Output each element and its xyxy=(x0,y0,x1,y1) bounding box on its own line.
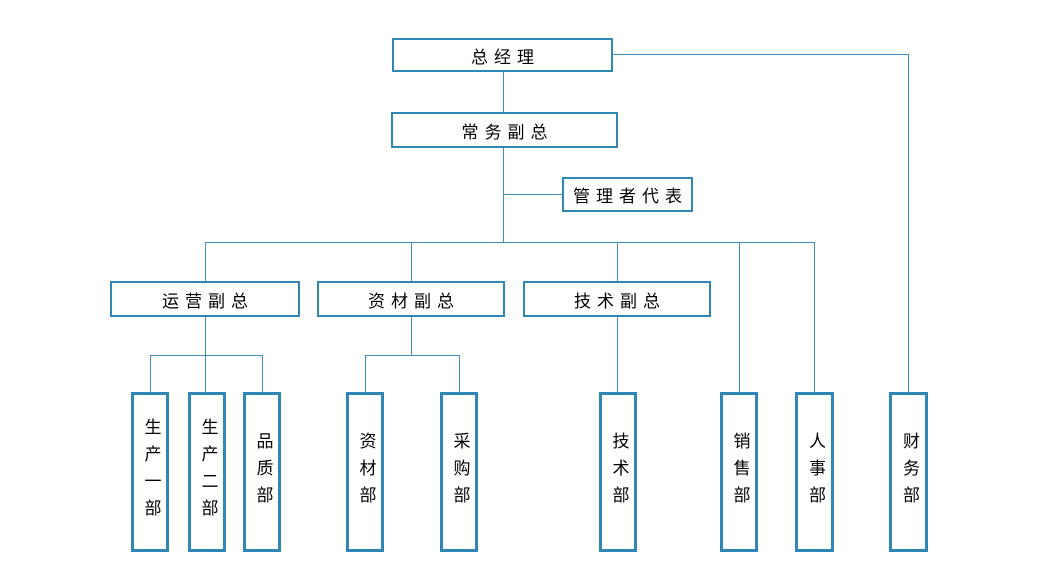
node-general-manager[interactable]: 总经理 xyxy=(392,38,613,72)
node-materials-dept-label: 资材部 xyxy=(355,431,376,513)
connector-evp-trunk xyxy=(503,148,504,243)
connector-materials-bus xyxy=(365,355,459,356)
node-hr-dept[interactable]: 人事部 xyxy=(795,392,834,552)
node-executive-vice-president-label: 常务副总 xyxy=(461,122,554,143)
node-management-representative[interactable]: 管理者代表 xyxy=(562,177,693,212)
connector-materials-down xyxy=(411,317,412,355)
node-general-manager-label: 总经理 xyxy=(471,47,540,68)
connector-drop-hr xyxy=(814,242,815,392)
node-finance-dept[interactable]: 财务部 xyxy=(889,392,928,552)
node-sales-dept[interactable]: 销售部 xyxy=(720,392,758,552)
node-materials-vp[interactable]: 资材副总 xyxy=(317,281,505,317)
node-quality-dept-label: 品质部 xyxy=(252,431,273,513)
connector-drop-technology-vp xyxy=(617,242,618,281)
node-operations-vp-label: 运营副总 xyxy=(162,291,254,312)
node-technology-dept[interactable]: 技术部 xyxy=(599,392,637,552)
connector-drop-production1 xyxy=(150,355,151,392)
node-technology-vp-label: 技术副总 xyxy=(574,291,666,312)
connector-drop-technology-dept xyxy=(617,317,618,392)
connector-gm-evp xyxy=(503,72,504,112)
connector-gm-right xyxy=(613,54,908,55)
connector-drop-quality xyxy=(262,355,263,392)
node-finance-dept-label: 财务部 xyxy=(899,431,919,513)
connector-drop-production2 xyxy=(205,355,206,392)
connector-drop-operations-vp xyxy=(205,242,206,281)
node-technology-dept-label: 技术部 xyxy=(608,431,629,513)
connector-drop-purchasing-dept xyxy=(459,355,460,392)
node-production-dept-1[interactable]: 生产一部 xyxy=(131,392,169,552)
node-executive-vice-president[interactable]: 常务副总 xyxy=(391,112,618,148)
connector-drop-materials-vp xyxy=(411,242,412,281)
node-materials-vp-label: 资材副总 xyxy=(368,291,460,312)
node-purchasing-dept[interactable]: 采购部 xyxy=(440,392,478,552)
node-operations-vp[interactable]: 运营副总 xyxy=(110,281,300,317)
node-technology-vp[interactable]: 技术副总 xyxy=(523,281,711,317)
connector-drop-materials-dept xyxy=(365,355,366,392)
node-hr-dept-label: 人事部 xyxy=(805,431,825,513)
node-production-dept-2[interactable]: 生产二部 xyxy=(188,392,226,552)
connector-drop-finance xyxy=(908,54,909,392)
connector-main-bus xyxy=(205,242,815,243)
connector-operations-bus xyxy=(150,355,262,356)
node-sales-dept-label: 销售部 xyxy=(729,431,750,513)
node-quality-dept[interactable]: 品质部 xyxy=(243,392,281,552)
node-production-dept-1-label: 生产一部 xyxy=(140,418,161,526)
node-purchasing-dept-label: 采购部 xyxy=(449,431,470,513)
node-production-dept-2-label: 生产二部 xyxy=(197,418,218,526)
node-materials-dept[interactable]: 资材部 xyxy=(346,392,384,552)
connector-operations-down xyxy=(205,317,206,355)
connector-rep-stub xyxy=(504,194,562,195)
connector-drop-sales xyxy=(739,242,740,392)
node-management-representative-label: 管理者代表 xyxy=(573,187,688,207)
